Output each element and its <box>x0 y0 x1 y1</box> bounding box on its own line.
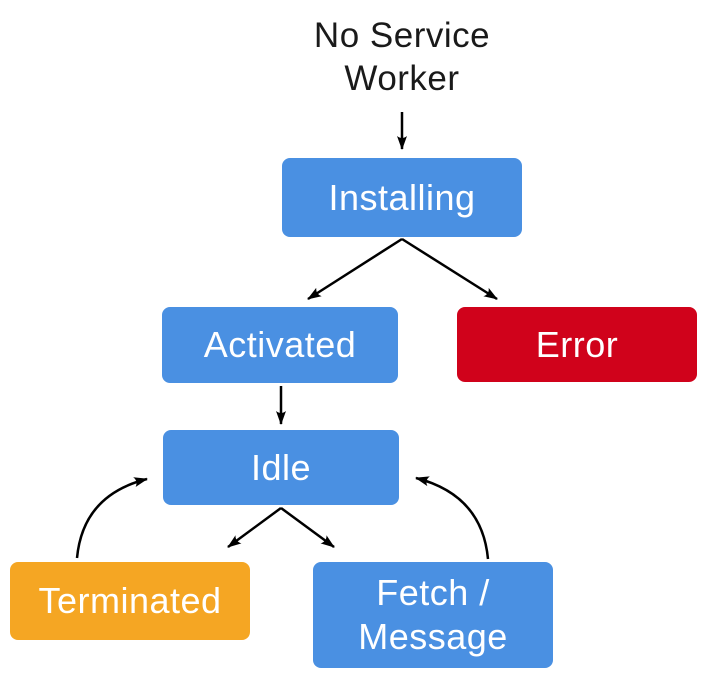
no-service-worker-line1: No Service <box>313 16 491 55</box>
edge-idle-to-fetch-message <box>280 506 335 549</box>
installing-label: Installing <box>328 176 476 218</box>
node-terminated: Terminated <box>10 562 250 640</box>
edge-terminated-to-idle <box>75 477 148 559</box>
no-service-worker-line2: Worker <box>344 59 460 98</box>
fetch-message-line1: Fetch / <box>376 572 490 613</box>
idle-label: Idle <box>250 446 312 488</box>
node-activated: Activated <box>162 307 398 383</box>
node-fetch-message: Fetch / Message <box>313 562 553 668</box>
node-no-service-worker: No Service Worker <box>314 14 490 100</box>
edge-fetch-message-to-idle <box>415 476 490 560</box>
node-idle: Idle <box>163 430 399 505</box>
node-error: Error <box>457 307 697 382</box>
edge-installing-to-error <box>401 237 498 301</box>
node-installing: Installing <box>282 158 522 237</box>
error-label: Error <box>535 323 619 365</box>
edge-installing-to-activated <box>307 237 403 301</box>
edge-idle-to-terminated <box>227 506 282 549</box>
terminated-label: Terminated <box>38 580 222 621</box>
activated-label: Activated <box>203 324 357 365</box>
fetch-message-line2: Message <box>358 616 508 657</box>
